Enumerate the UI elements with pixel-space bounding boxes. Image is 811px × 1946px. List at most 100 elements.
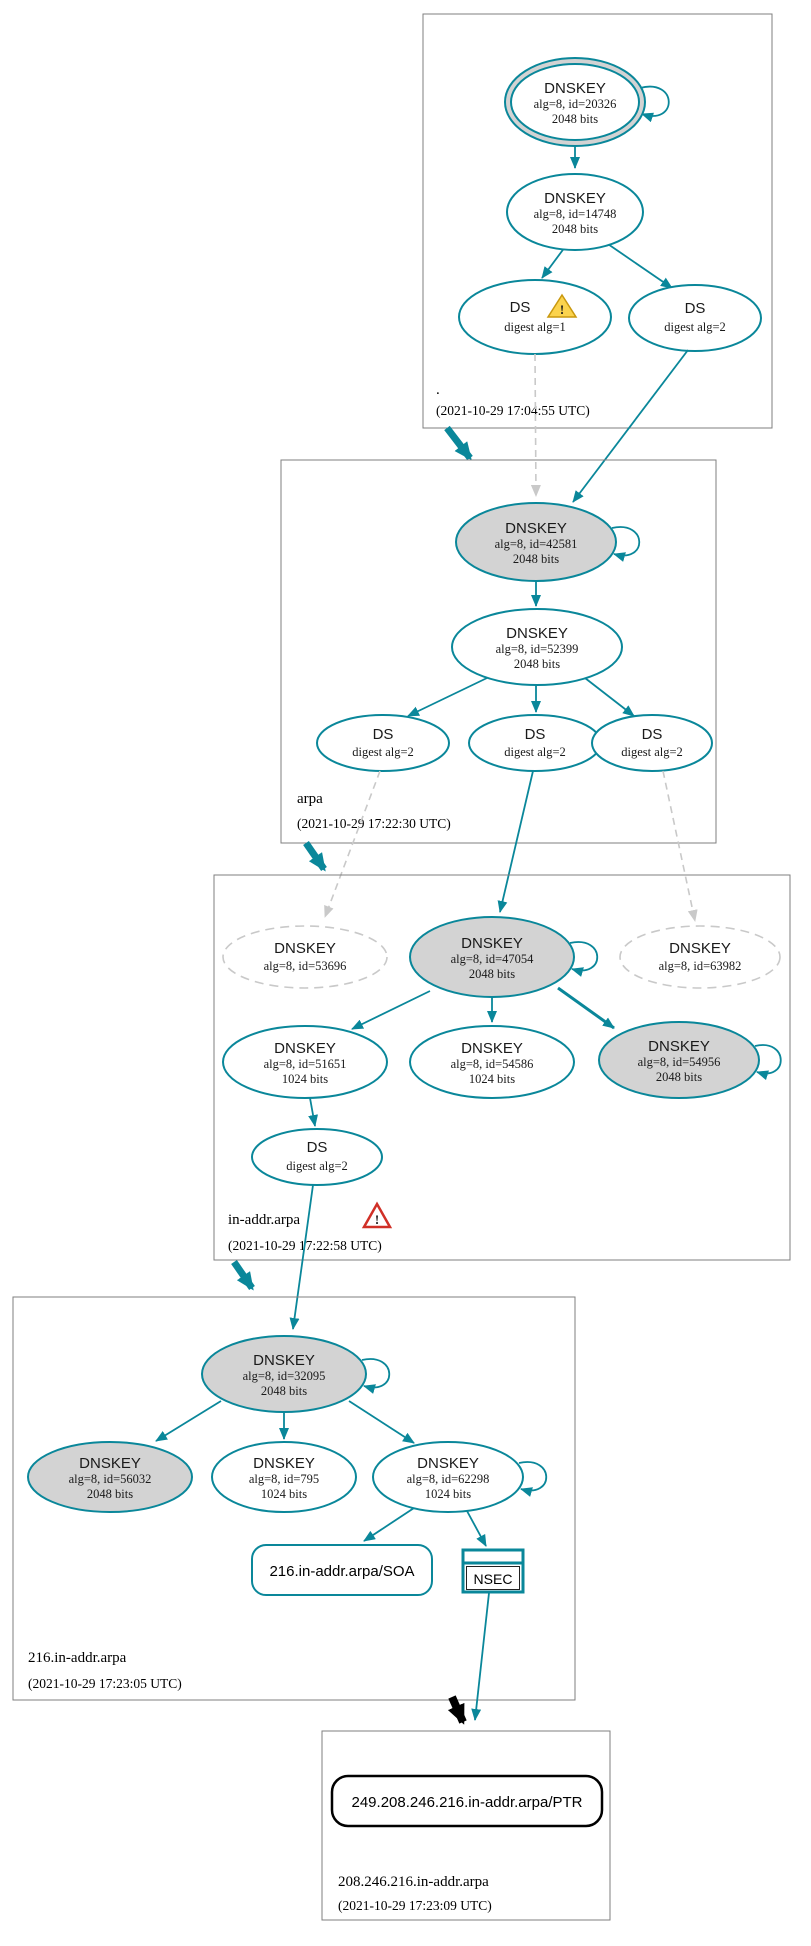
node-type-label: DNSKEY	[274, 940, 336, 957]
soa-rect	[251, 1544, 433, 1596]
dnskey-node-52399[interactable]: DNSKEY alg=8, id=52399 2048 bits	[451, 608, 623, 686]
edge-nsec-to-ptr	[471, 1592, 490, 1721]
edge-216-ksk-zsk	[348, 1400, 415, 1444]
ds-node-alg1[interactable]: DS ! digest alg=1	[458, 279, 612, 355]
zone-label-216: 216.in-addr.arpa	[28, 1650, 127, 1666]
zone-box-arpa	[280, 459, 717, 844]
node-bits-label: 1024 bits	[469, 1072, 515, 1086]
dnskey-node-795[interactable]: DNSKEY alg=8, id=795 1024 bits	[211, 1441, 357, 1513]
node-alg-label: alg=8, id=62298	[407, 1472, 490, 1486]
dnskey-node-20326[interactable]: DNSKEY alg=8, id=20326 2048 bits	[504, 57, 646, 147]
node-alg-label: alg=8, id=14748	[534, 207, 617, 221]
nsec-outer-rect	[461, 1548, 525, 1594]
node-alg-label: alg=8, id=63982	[659, 959, 742, 973]
dnskey-node-51651[interactable]: DNSKEY alg=8, id=51651 1024 bits	[222, 1025, 388, 1099]
dnskey-node-14748[interactable]: DNSKEY alg=8, id=14748 2048 bits	[506, 173, 644, 251]
dnskey-53696-ellipse	[222, 925, 388, 989]
dnskey-47054-ellipse	[409, 916, 575, 998]
dnskey-56032-ellipse	[27, 1441, 193, 1513]
node-type-label: DNSKEY	[544, 190, 606, 207]
zone-box-root	[422, 13, 773, 429]
dnskey-node-63982-missing[interactable]: DNSKEY alg=8, id=63982	[619, 925, 781, 989]
node-type-label: DS	[685, 300, 706, 317]
ptr-node[interactable]: 249.208.246.216.in-addr.arpa/PTR	[330, 1774, 604, 1828]
edge-arpa-ksk-selfsign	[611, 526, 641, 562]
dnskey-14748-ellipse	[506, 173, 644, 251]
node-alg-label: alg=8, id=54586	[451, 1057, 534, 1071]
zone-box-216-in-addr-arpa	[12, 1296, 576, 1701]
warning-triangle	[546, 293, 578, 318]
dnskey-795-ellipse	[211, 1441, 357, 1513]
node-type-label: DNSKEY	[417, 1455, 479, 1472]
edge-inaddr-ksk-key1	[351, 990, 431, 1030]
soa-label: 216.in-addr.arpa/SOA	[269, 1563, 414, 1580]
dnskey-node-54956[interactable]: DNSKEY alg=8, id=54956 2048 bits	[598, 1021, 760, 1099]
dnskey-node-32095[interactable]: DNSKEY alg=8, id=32095 2048 bits	[201, 1335, 367, 1413]
dnskey-node-53696-missing[interactable]: DNSKEY alg=8, id=53696	[222, 925, 388, 989]
node-alg-label: alg=8, id=52399	[496, 642, 579, 656]
edge-arpa-zsk-ds3	[584, 677, 635, 717]
edge-root-zsk-ds1	[541, 246, 566, 279]
ds-arpa-3-ellipse	[591, 714, 713, 772]
node-type-label: DNSKEY	[461, 1040, 523, 1057]
ds-inaddr-ellipse	[251, 1128, 383, 1186]
dnskey-node-47054[interactable]: DNSKEY alg=8, id=47054 2048 bits	[409, 916, 575, 998]
node-type-label: DNSKEY	[461, 935, 523, 952]
node-digest-label: digest alg=2	[664, 320, 726, 334]
ds-alg1-ellipse	[458, 279, 612, 355]
ds-alg2-ellipse	[628, 284, 762, 352]
node-bits-label: 2048 bits	[656, 1070, 702, 1084]
ptr-rect	[330, 1774, 604, 1828]
zone-box-in-addr-arpa	[213, 874, 791, 1261]
dnskey-node-42581[interactable]: DNSKEY alg=8, id=42581 2048 bits	[455, 502, 617, 582]
node-type-label: DS	[307, 1139, 328, 1156]
node-type-label: DNSKEY	[253, 1455, 315, 1472]
dnskey-42581-ellipse	[455, 502, 617, 582]
node-alg-label: alg=8, id=53696	[264, 959, 347, 973]
nsec-inner-rect	[466, 1566, 520, 1590]
node-type-label: DS	[525, 726, 546, 743]
edge-216-ksk-selfsign	[361, 1358, 391, 1394]
node-bits-label: 2048 bits	[552, 222, 598, 236]
node-type-label: DNSKEY	[544, 80, 606, 97]
zone-cut-arpa-inaddr	[303, 841, 327, 872]
node-digest-label: digest alg=2	[621, 745, 683, 759]
edge-ds2-to-arpa-ksk	[572, 349, 689, 503]
dnskey-62298-ellipse	[372, 1441, 524, 1513]
node-type-label: DNSKEY	[648, 1038, 710, 1055]
nsec-node[interactable]: NSEC	[461, 1548, 525, 1594]
node-type-label: DS	[373, 726, 394, 743]
edge-arpa-ds3-to-missing-key-dashed	[662, 770, 698, 922]
ds-node-arpa-3[interactable]: DS digest alg=2	[591, 714, 713, 772]
edge-216-zsk-nsec	[466, 1510, 487, 1547]
edge-inaddr-ds-to-216-ksk	[289, 1184, 314, 1330]
node-bits-label: 2048 bits	[552, 112, 598, 126]
node-bits-label: 1024 bits	[425, 1487, 471, 1501]
dnskey-node-56032[interactable]: DNSKEY alg=8, id=56032 2048 bits	[27, 1441, 193, 1513]
edge-inaddr-key3-selfsign	[754, 1044, 782, 1081]
error-triangle	[361, 1201, 393, 1229]
ds-node-arpa-2[interactable]: DS digest alg=2	[468, 714, 602, 772]
edge-root-ksk-selfsign	[639, 85, 670, 123]
dnskey-node-62298[interactable]: DNSKEY alg=8, id=62298 1024 bits	[372, 1441, 524, 1513]
edge-inaddr-ksk-key3	[557, 986, 615, 1030]
node-digest-label: digest alg=2	[352, 745, 414, 759]
ds-node-arpa-1[interactable]: DS digest alg=2	[316, 714, 450, 772]
zone-timestamp-arpa: (2021-10-29 17:22:30 UTC)	[297, 816, 451, 831]
edge-arpa-ds2-to-inaddr-ksk	[497, 770, 534, 913]
dnskey-20326-inner-ring	[510, 63, 640, 141]
node-type-label: DNSKEY	[669, 940, 731, 957]
ds-node-alg2-root[interactable]: DS digest alg=2	[628, 284, 762, 352]
node-bits-label: 1024 bits	[261, 1487, 307, 1501]
dnskey-node-54586[interactable]: DNSKEY alg=8, id=54586 1024 bits	[409, 1025, 575, 1099]
zone-timestamp-216: (2021-10-29 17:23:05 UTC)	[28, 1676, 182, 1691]
node-digest-label: digest alg=1	[504, 320, 566, 334]
soa-node[interactable]: 216.in-addr.arpa/SOA	[251, 1544, 433, 1596]
dnskey-32095-ellipse	[201, 1335, 367, 1413]
zone-cut-216-target-insecure	[447, 1695, 467, 1725]
ds-arpa-1-ellipse	[316, 714, 450, 772]
node-bits-label: 2048 bits	[87, 1487, 133, 1501]
ds-node-inaddr[interactable]: DS digest alg=2	[251, 1128, 383, 1186]
node-type-label: DNSKEY	[79, 1455, 141, 1472]
